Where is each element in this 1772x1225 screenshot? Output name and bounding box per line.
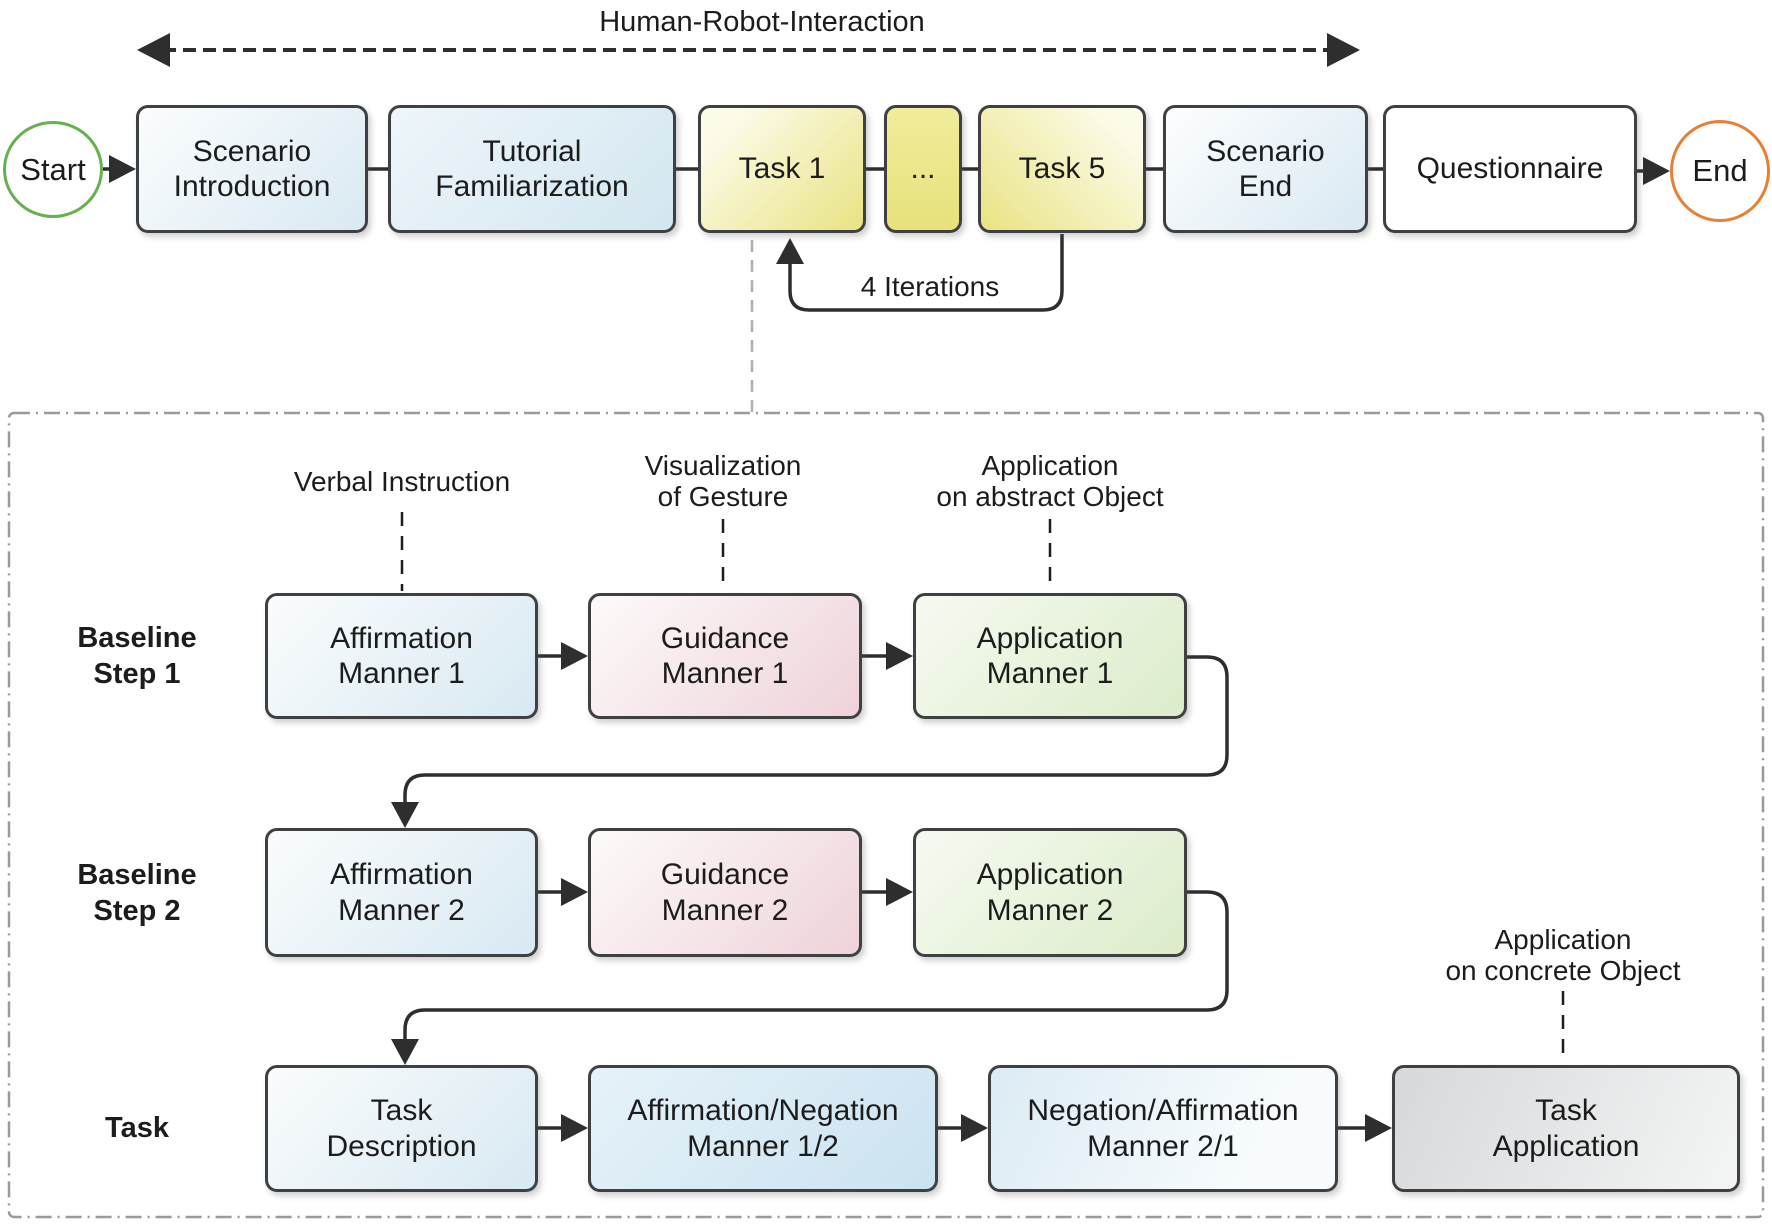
step-task-1: Task 1 (698, 105, 866, 233)
arrowhead-icon (1643, 157, 1670, 185)
step-scenario-introduction: Scenario Introduction (136, 105, 368, 233)
end-terminal: End (1670, 120, 1770, 222)
hri-label: Human-Robot-Interaction (599, 6, 925, 38)
box-application-manner-1: Application Manner 1 (913, 593, 1187, 719)
box-task-application: Task Application (1392, 1065, 1740, 1192)
arrowhead-left-icon (137, 33, 170, 67)
arrowhead-icon (391, 802, 419, 828)
annotation-visualization-of-gesture: Visualization of Gesture (644, 450, 802, 513)
box-application-manner-2: Application Manner 2 (913, 828, 1187, 957)
start-arrow (103, 155, 136, 183)
box-negation-affirmation-manner-2-1: Negation/Affirmation Manner 2/1 (988, 1065, 1338, 1192)
start-terminal: Start (3, 121, 103, 218)
box-affirmation-manner-2: Affirmation Manner 2 (265, 828, 538, 957)
box-task-description: Task Description (265, 1065, 538, 1192)
annotation-application-abstract-object: Application on abstract Object (936, 450, 1164, 513)
arrowhead-icon (391, 1039, 419, 1065)
row-label-baseline-step-1: Baseline Step 1 (77, 622, 197, 690)
step-questionnaire: Questionnaire (1383, 105, 1637, 233)
iterations-label: 4 Iterations (860, 271, 1000, 302)
box-guidance-manner-1: Guidance Manner 1 (588, 593, 862, 719)
step-ellipsis: ... (884, 105, 962, 233)
annotation-application-concrete-object: Application on concrete Object (1445, 924, 1681, 987)
annotation-verbal-instruction: Verbal Instruction (293, 466, 511, 497)
box-affirmation-negation-manner-1-2: Affirmation/Negation Manner 1/2 (588, 1065, 938, 1192)
row-label-baseline-step-2: Baseline Step 2 (77, 859, 197, 927)
arrowhead-right-icon (1327, 33, 1360, 67)
box-guidance-manner-2: Guidance Manner 2 (588, 828, 862, 957)
arrowhead-icon (109, 155, 136, 183)
step-task-5: Task 5 (978, 105, 1146, 233)
box-affirmation-manner-1: Affirmation Manner 1 (265, 593, 538, 719)
arrowhead-icon (776, 238, 804, 264)
step-scenario-end: Scenario End (1163, 105, 1368, 233)
end-arrow (1637, 157, 1670, 185)
row-label-task: Task (105, 1112, 169, 1144)
step-tutorial-familiarization: Tutorial Familiarization (388, 105, 676, 233)
